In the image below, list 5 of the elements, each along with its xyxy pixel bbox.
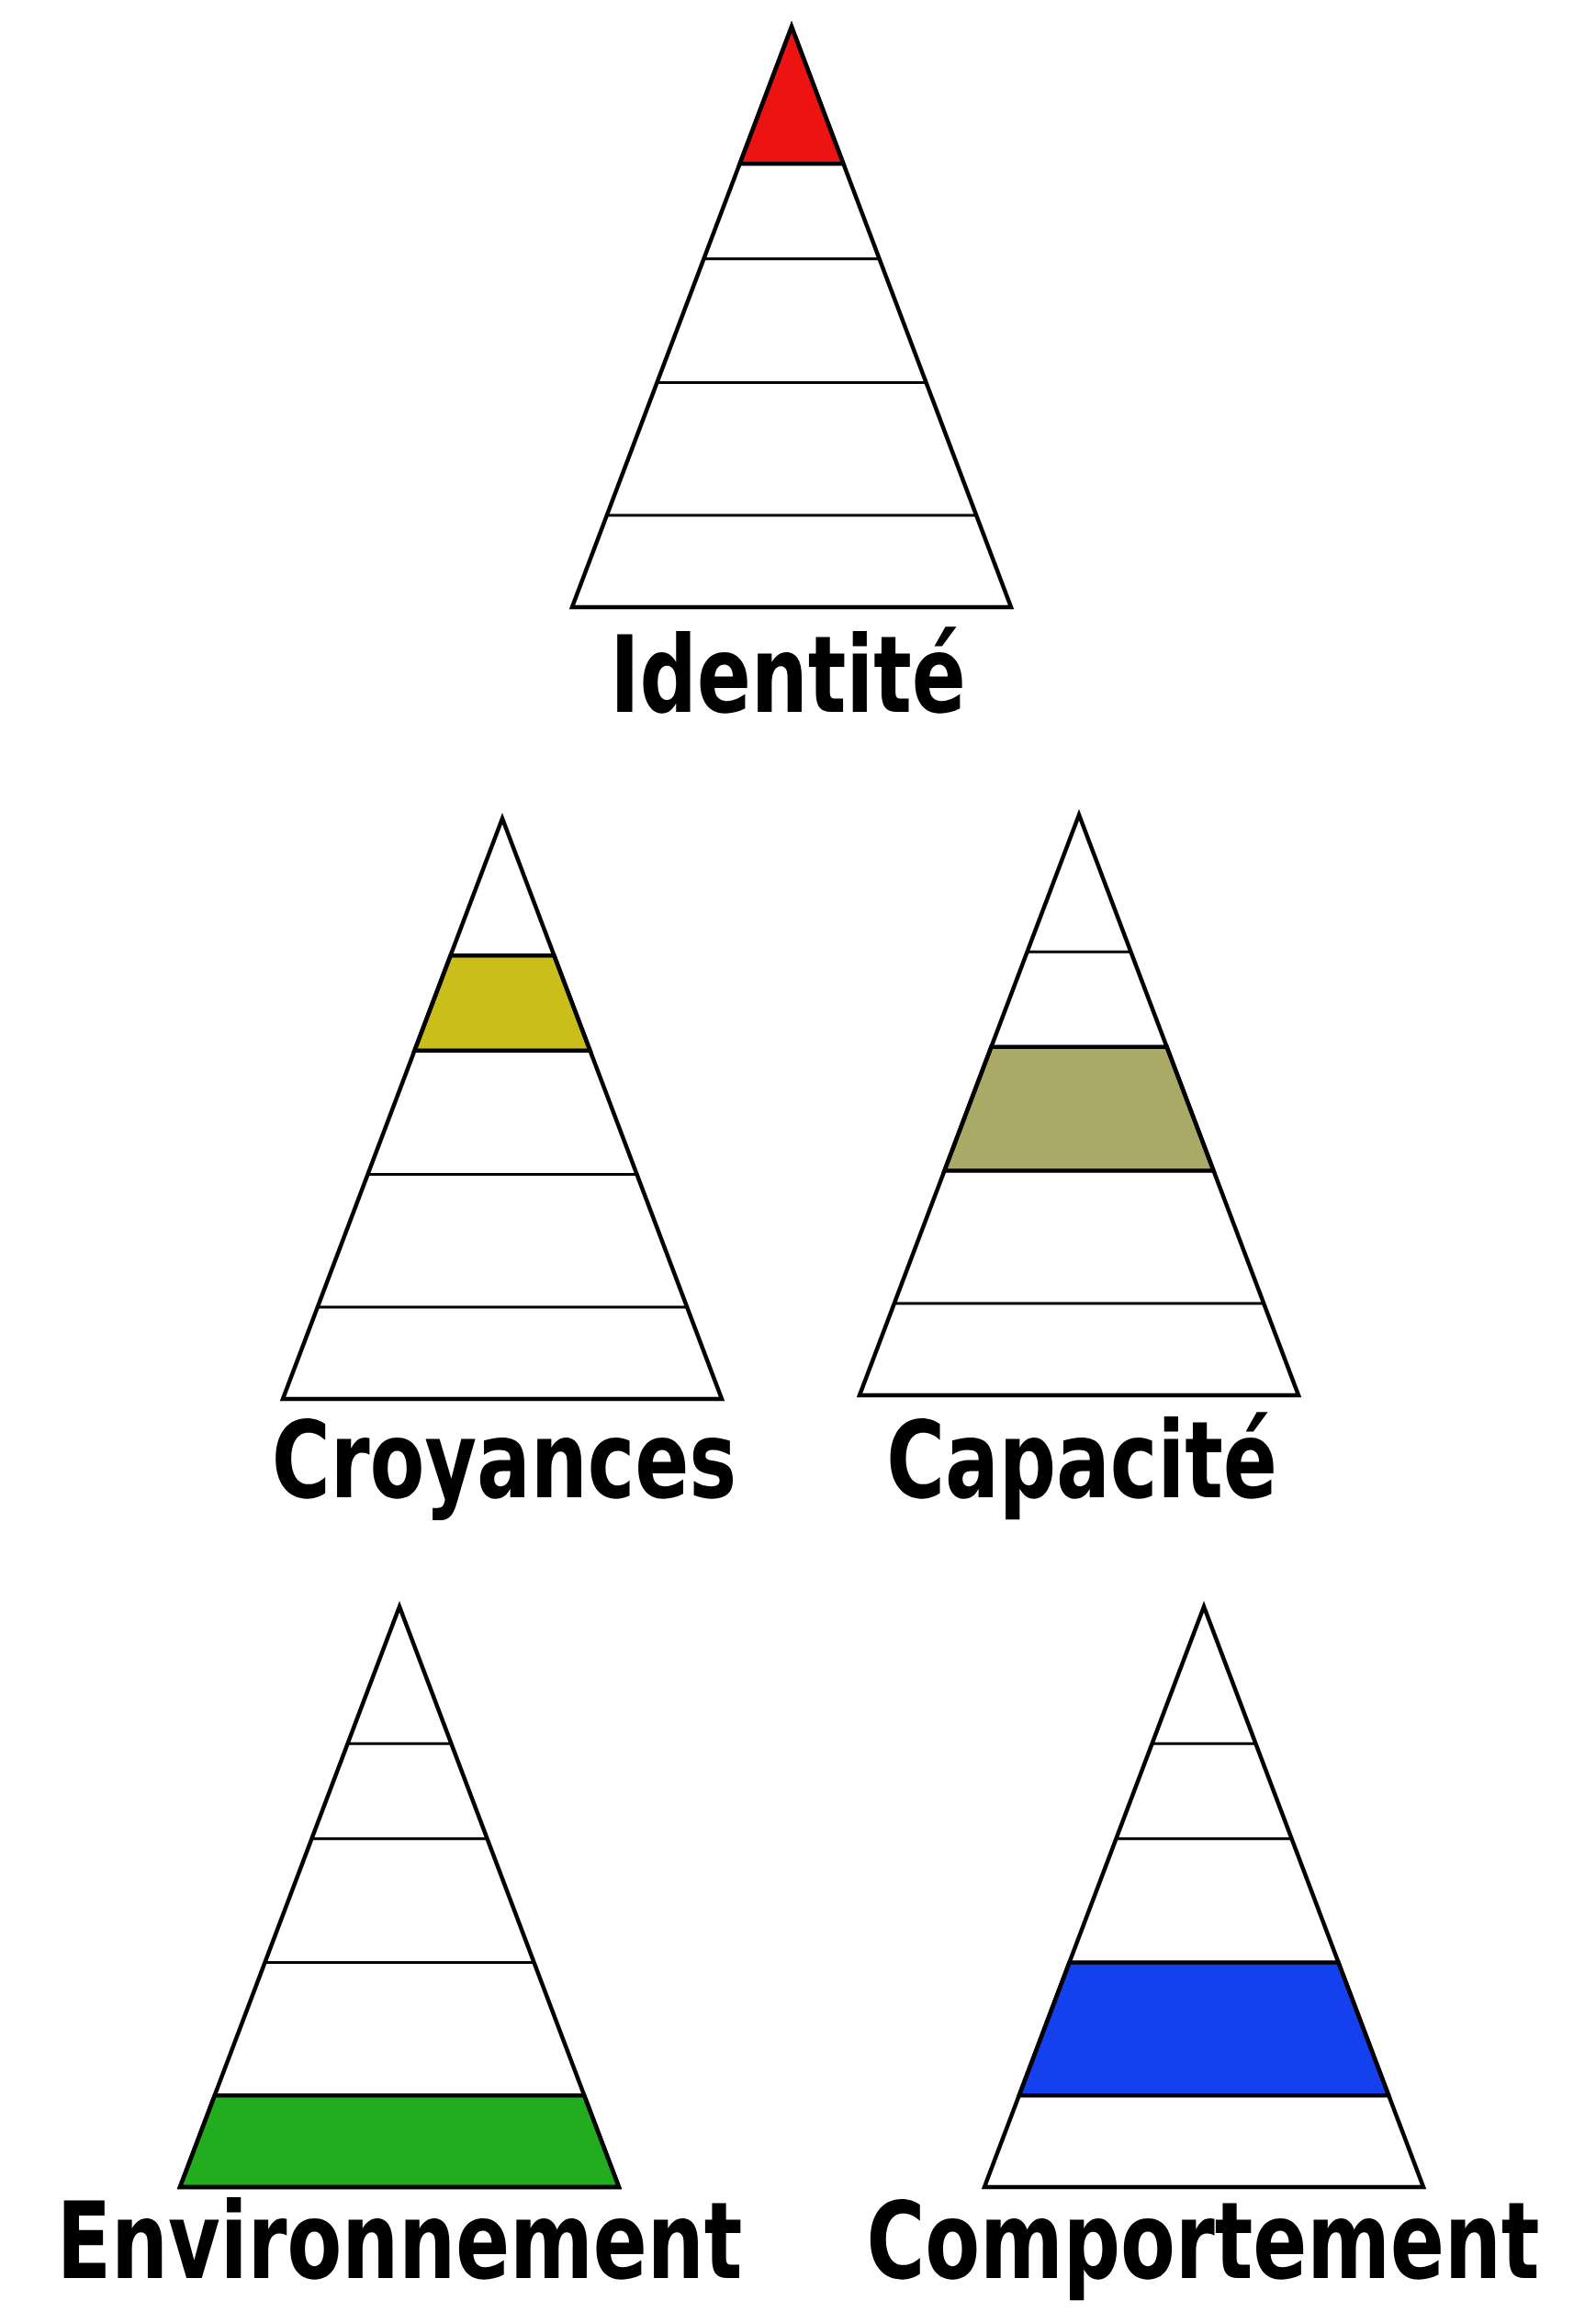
pyramid-label: Identité [617, 626, 962, 714]
pyramid-label: Capacité [890, 1412, 1274, 1520]
pyramid-label: Environnement [63, 2196, 741, 2280]
pyramid-label: Comportement [870, 2198, 1538, 2301]
pyramid-label: Croyances [275, 1417, 734, 1521]
